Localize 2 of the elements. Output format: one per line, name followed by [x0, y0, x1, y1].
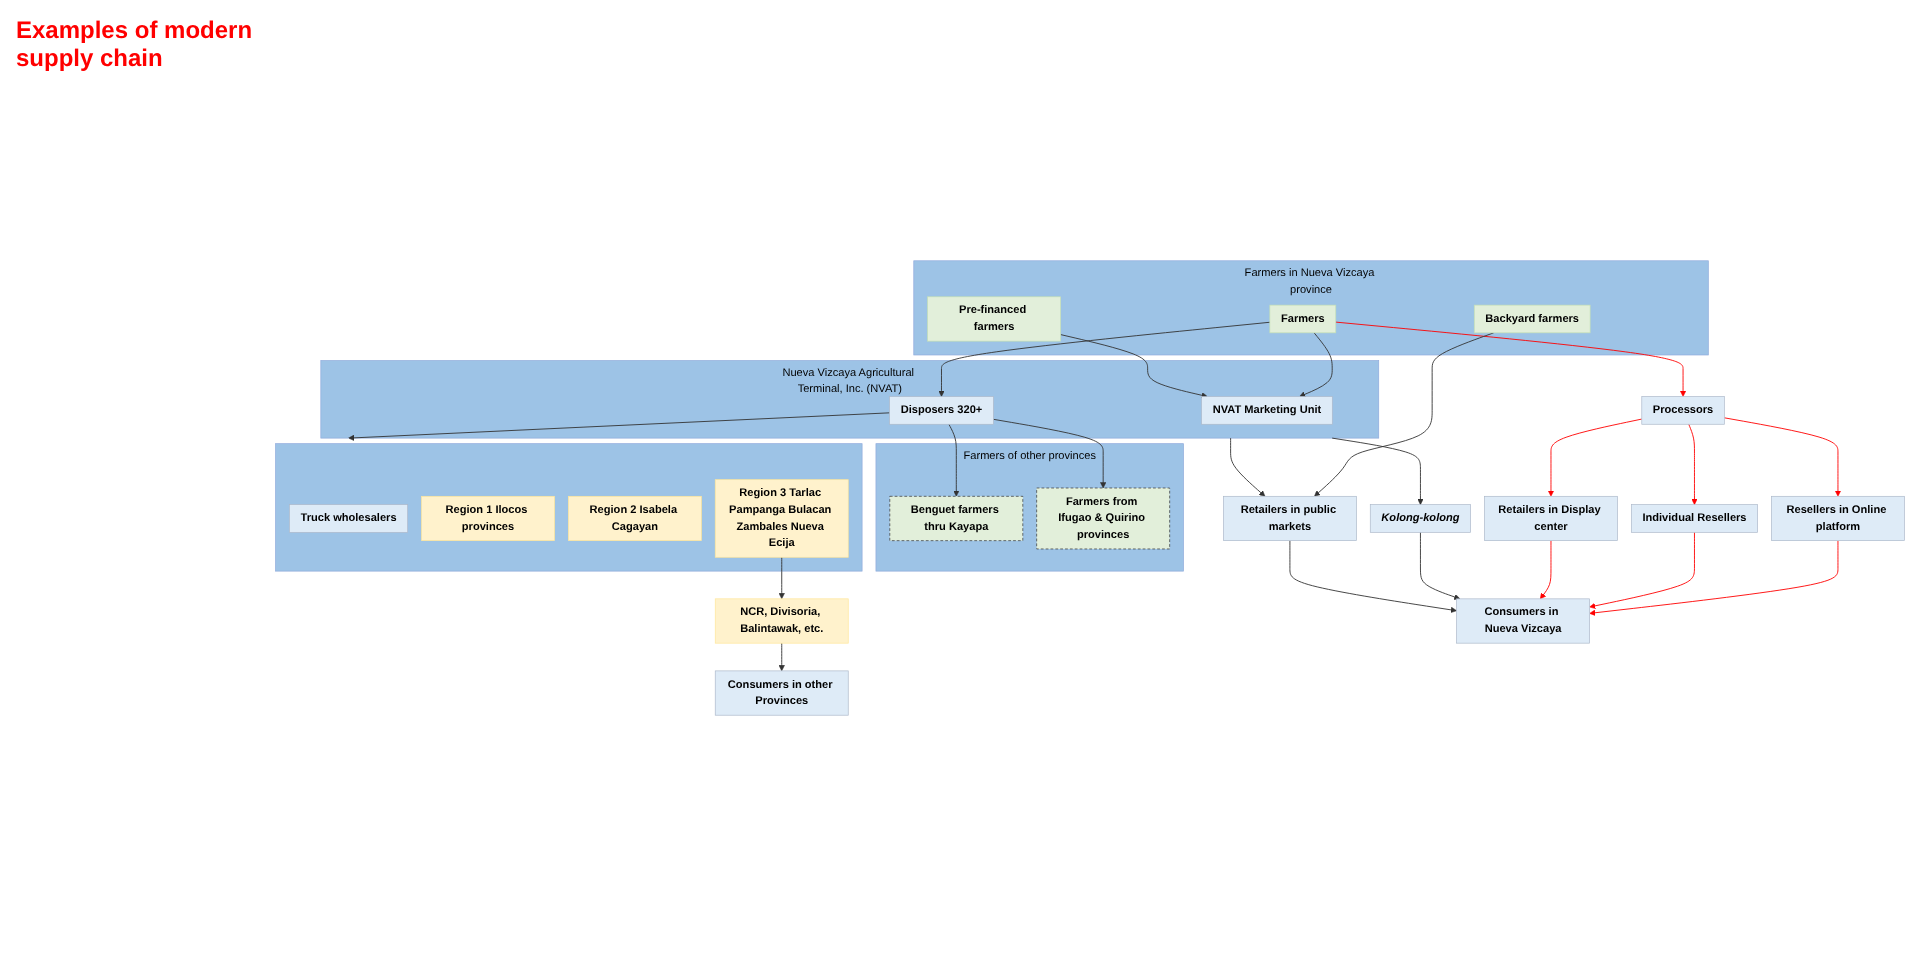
cluster	[275, 443, 863, 572]
note-text: Examples of modern supply chain	[16, 16, 255, 72]
